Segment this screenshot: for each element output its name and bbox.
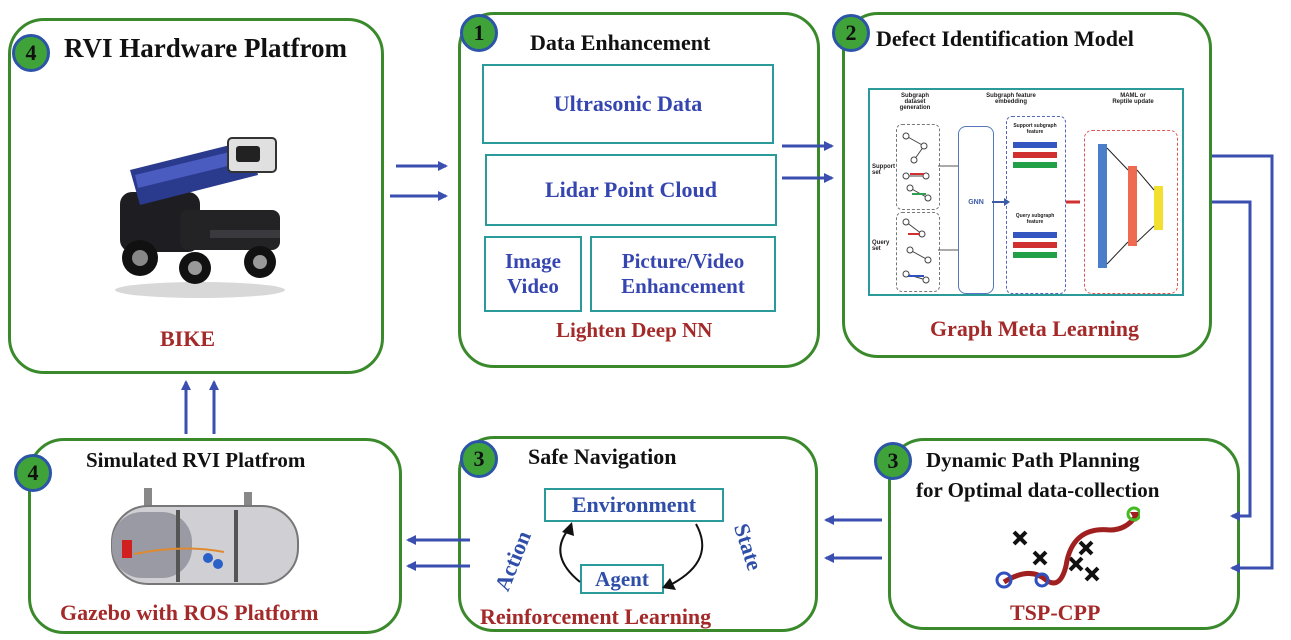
gazebo-tank-image bbox=[111, 488, 299, 585]
defect-title: Defect Identification Model bbox=[876, 26, 1134, 51]
tsp-path-graphic bbox=[995, 506, 1140, 589]
picture-video-enhancement-box: Picture/Video Enhancement bbox=[590, 236, 776, 312]
query-subgraph-container bbox=[896, 212, 940, 292]
agent-box: Agent bbox=[580, 564, 664, 594]
meta-learning-graphics bbox=[902, 132, 1163, 284]
enhancement-step-badge: 1 bbox=[460, 14, 498, 52]
enhancement-title: Data Enhancement bbox=[530, 30, 711, 55]
enhancement-caption: Lighten Deep NN bbox=[556, 318, 713, 342]
hardware-caption: BIKE bbox=[160, 326, 216, 351]
lidar-point-cloud-box: Lidar Point Cloud bbox=[485, 154, 777, 226]
path-step-badge: 3 bbox=[874, 442, 912, 480]
feature-container: Support subgraph feature Query subgraph … bbox=[1006, 116, 1066, 294]
subgraph-embedding-header: Subgraph feature embedding bbox=[986, 93, 1036, 105]
rl-loop-arrows bbox=[559, 522, 704, 590]
support-set-label: Support set bbox=[872, 164, 895, 176]
maml-container bbox=[1084, 130, 1178, 294]
navigation-step-badge: 3 bbox=[460, 440, 498, 478]
environment-box: Environment bbox=[544, 488, 724, 522]
gnn-block: GNN bbox=[958, 126, 994, 294]
picture-video-label: Picture/Video bbox=[621, 248, 745, 273]
defect-step-badge: 2 bbox=[832, 14, 870, 52]
simulated-step-badge: 4 bbox=[14, 454, 52, 492]
navigation-title: Safe Navigation bbox=[528, 444, 677, 469]
simulated-caption: Gazebo with ROS Platform bbox=[60, 600, 319, 625]
path-title-line2: for Optimal data-collection bbox=[916, 478, 1160, 502]
simulated-title: Simulated RVI Platfrom bbox=[86, 448, 306, 472]
image-label: Image bbox=[505, 248, 561, 273]
hardware-title: RVI Hardware Platfrom bbox=[64, 33, 347, 63]
meta-learning-figure: Subgraph dataset generation Subgraph fea… bbox=[868, 88, 1184, 296]
defect-caption: Graph Meta Learning bbox=[930, 316, 1139, 341]
ultrasonic-data-box: Ultrasonic Data bbox=[482, 64, 774, 144]
video-label: Video bbox=[507, 274, 559, 298]
navigation-caption: Reinforcement Learning bbox=[480, 604, 712, 629]
image-video-box: Image Video bbox=[484, 236, 582, 312]
hardware-step-badge: 4 bbox=[12, 34, 50, 72]
support-subgraph-container bbox=[896, 124, 940, 210]
query-feature-label: Query subgraph feature bbox=[1015, 213, 1055, 225]
path-planning-panel bbox=[888, 438, 1240, 630]
path-title-line1: Dynamic Path Planning bbox=[926, 448, 1140, 472]
query-set-label: Query set bbox=[872, 240, 890, 252]
path-caption: TSP-CPP bbox=[1010, 600, 1101, 625]
support-feature-label: Support subgraph feature bbox=[1013, 123, 1057, 135]
safe-navigation-panel bbox=[458, 436, 818, 632]
gnn-label: GNN bbox=[968, 199, 984, 206]
enhancement-label: Enhancement bbox=[621, 274, 745, 298]
subgraph-dataset-header: Subgraph dataset generation bbox=[899, 93, 931, 111]
bike-robot-image bbox=[115, 137, 285, 298]
data-enhancement-panel bbox=[458, 12, 820, 368]
maml-update-header: MAML or Reptile update bbox=[1112, 93, 1154, 105]
